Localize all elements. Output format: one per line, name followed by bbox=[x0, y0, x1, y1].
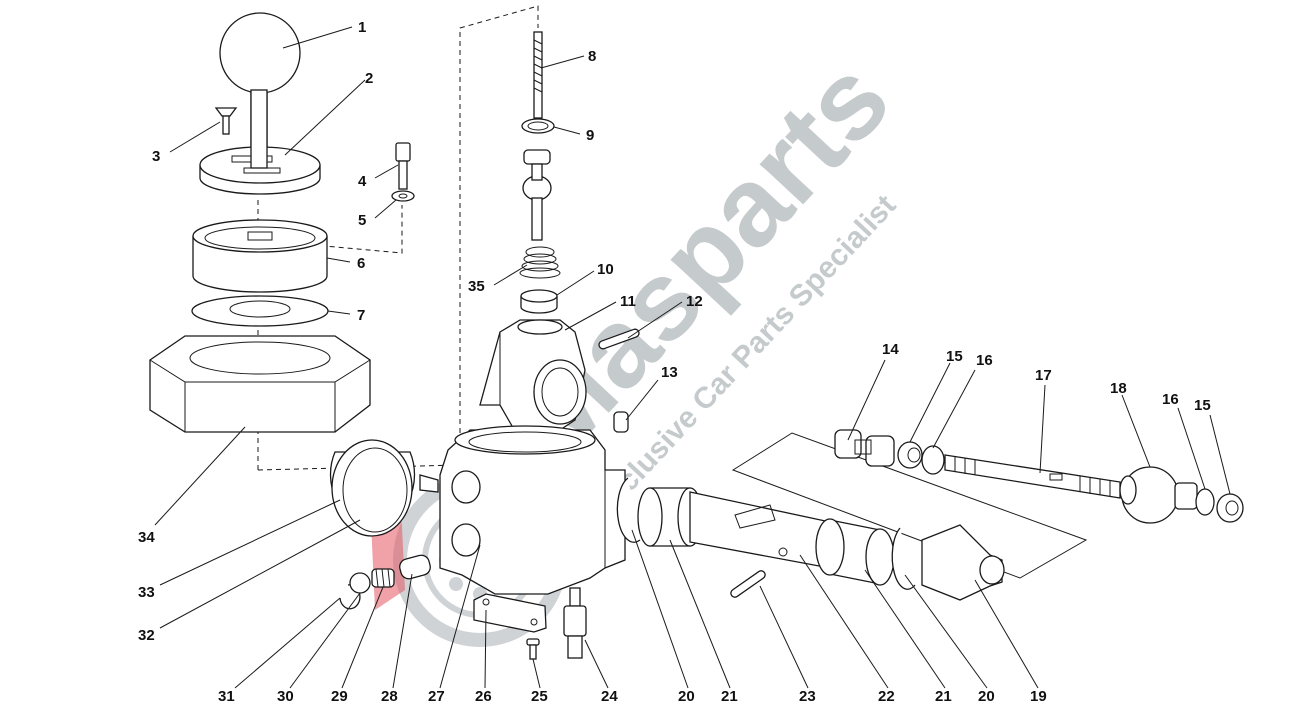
callout-31: 31 bbox=[218, 688, 235, 705]
part-4-bolt bbox=[395, 142, 411, 190]
callout-23: 23 bbox=[799, 688, 816, 705]
part-20-circlip-right bbox=[891, 527, 916, 590]
callout-10: 10 bbox=[597, 261, 614, 278]
part-6-housing bbox=[192, 219, 328, 293]
part-23-pin bbox=[730, 570, 766, 598]
part-25-screw bbox=[526, 638, 540, 660]
callout-32: 32 bbox=[138, 627, 155, 644]
part-10-bushing bbox=[520, 289, 558, 314]
part-17-tie-rod bbox=[944, 454, 1121, 499]
part-14-u-joint bbox=[834, 429, 895, 467]
part-21-bearing-right bbox=[815, 518, 895, 586]
callout-labels: 1 2 3 4 5 6 7 8 9 35 10 11 12 13 14 15 1… bbox=[138, 19, 1211, 705]
part-12-pin bbox=[598, 328, 640, 350]
callout-8: 8 bbox=[588, 48, 596, 65]
callout-27: 27 bbox=[428, 688, 445, 705]
part-16-washer-right bbox=[1195, 488, 1215, 516]
part-13-plug bbox=[613, 411, 629, 433]
callout-20: 20 bbox=[678, 688, 695, 705]
callout-29: 29 bbox=[331, 688, 348, 705]
callout-22: 22 bbox=[878, 688, 895, 705]
callout-24: 24 bbox=[601, 688, 618, 705]
part-16-washer bbox=[921, 445, 945, 475]
part-15-nut bbox=[897, 441, 923, 469]
part-19-boot bbox=[921, 524, 1005, 601]
callout-25: 25 bbox=[531, 688, 548, 705]
leader-lines bbox=[154, 26, 1231, 689]
callout-15: 15 bbox=[946, 348, 963, 365]
callout-26: 26 bbox=[475, 688, 492, 705]
part-15-nut-right bbox=[1216, 493, 1244, 523]
callout-18: 18 bbox=[1110, 380, 1127, 397]
callout-3: 3 bbox=[152, 148, 160, 165]
callout-35: 35 bbox=[468, 278, 485, 295]
part-5-washer bbox=[391, 190, 415, 202]
callout-34: 34 bbox=[138, 529, 155, 546]
part-29-spring bbox=[371, 568, 395, 588]
callout-21-right: 21 bbox=[935, 688, 952, 705]
part-9-circlip bbox=[521, 118, 555, 134]
part-2-gate-plate bbox=[199, 89, 321, 195]
callout-2: 2 bbox=[365, 70, 373, 87]
callout-33: 33 bbox=[138, 584, 155, 601]
part-3-screw bbox=[214, 107, 238, 135]
part-35-spring bbox=[519, 246, 561, 279]
callout-6: 6 bbox=[357, 255, 365, 272]
part-32-retainer bbox=[419, 474, 439, 493]
callout-16: 16 bbox=[976, 352, 993, 369]
callout-28: 28 bbox=[381, 688, 398, 705]
part-18-ball-joint bbox=[1119, 466, 1198, 524]
callout-19: 19 bbox=[1030, 688, 1047, 705]
callout-9: 9 bbox=[586, 127, 594, 144]
main-gearbox-body bbox=[439, 425, 626, 595]
callout-17: 17 bbox=[1035, 367, 1052, 384]
part-34-boot bbox=[149, 335, 371, 433]
callout-14: 14 bbox=[882, 341, 899, 358]
callout-13: 13 bbox=[661, 364, 678, 381]
callout-5: 5 bbox=[358, 212, 366, 229]
callout-7: 7 bbox=[357, 307, 365, 324]
callout-16-right: 16 bbox=[1162, 391, 1179, 408]
part-11-upper-housing bbox=[479, 319, 587, 441]
callout-11: 11 bbox=[620, 293, 636, 310]
part-8-shift-rod bbox=[522, 31, 552, 241]
callout-1: 1 bbox=[358, 19, 366, 36]
callout-15-right: 15 bbox=[1194, 397, 1211, 414]
part-7-gasket bbox=[191, 295, 329, 327]
callout-30: 30 bbox=[277, 688, 294, 705]
callout-4: 4 bbox=[358, 173, 367, 190]
callout-12: 12 bbox=[686, 293, 703, 310]
part-22-shaft-tube bbox=[689, 491, 831, 569]
part-24-sensor bbox=[563, 587, 587, 659]
part-30-ball bbox=[349, 572, 371, 594]
callout-20-right: 20 bbox=[978, 688, 995, 705]
part-33-seal-ring bbox=[329, 439, 416, 537]
callout-21: 21 bbox=[721, 688, 738, 705]
part-20-circlip bbox=[616, 477, 641, 543]
part-28-plunger bbox=[399, 554, 431, 580]
part-26-cover-plate bbox=[473, 593, 547, 633]
